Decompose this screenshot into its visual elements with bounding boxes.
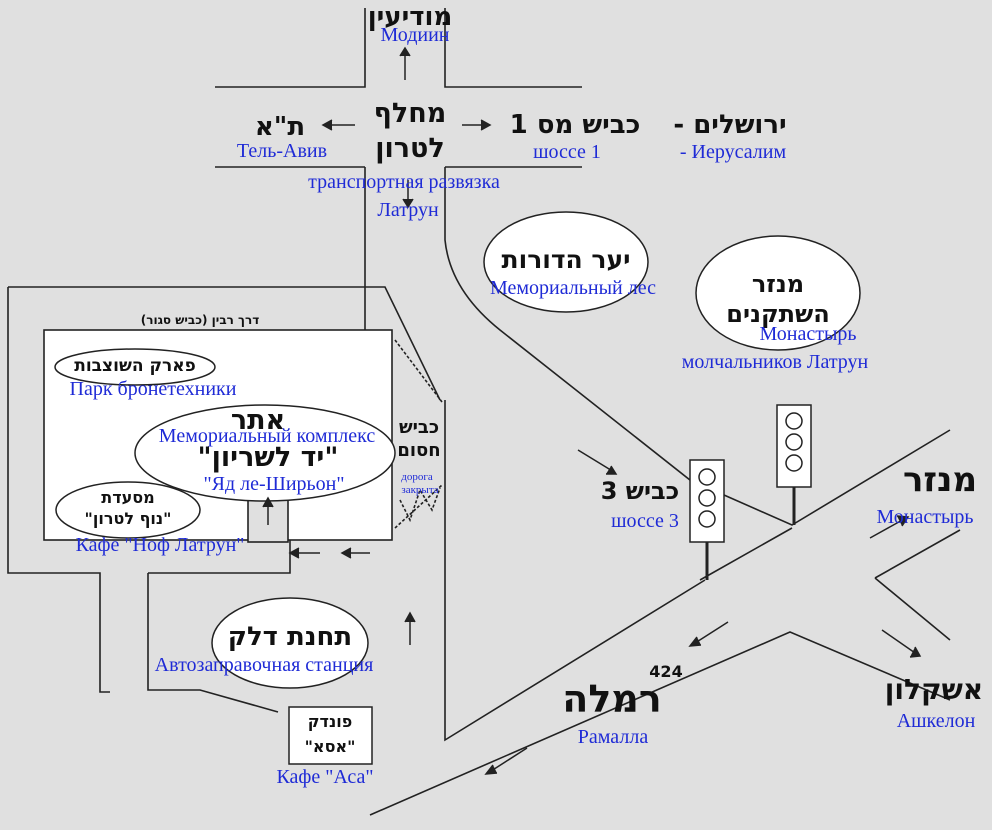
arrow-up-complex (262, 496, 274, 525)
tank-park-he: פארק השוצבות (74, 356, 196, 376)
modiin-ru: Модиин (380, 24, 450, 46)
tel-aviv-he: ת"א (254, 112, 306, 142)
closed-road-he-1: כביש (398, 417, 440, 438)
cafe-asa-he-1: פונדק (307, 712, 353, 731)
monastery-he: מנזר (902, 460, 978, 500)
closed-road-hatch (394, 339, 443, 529)
cafe-nof-ru: Кафе "Ноф Латрун" (75, 534, 245, 556)
arrow-east (462, 119, 492, 131)
monastery-silent-ellipse (695, 235, 861, 351)
ramla-he: רמלה (562, 677, 662, 721)
closed-road-ru-2: закрыта (401, 484, 439, 496)
highway3-crossing (699, 527, 961, 641)
road-424 (369, 400, 951, 816)
monastery-ru: Монастырь (876, 506, 974, 528)
arrow-north (399, 46, 411, 80)
highway1-road (215, 8, 582, 168)
jerusalem-he: ירושלים - (673, 110, 787, 140)
cafe-asa-box (288, 706, 373, 765)
arrow-ashkelon (881, 629, 922, 658)
forest-ellipse (483, 211, 649, 313)
cafe-nof-ellipse (55, 481, 201, 539)
yad-lashiryon-ru-2: "Яд ле-Ширьон" (203, 473, 345, 495)
modiin-he: מודיעין (367, 2, 453, 32)
road-424-label: 424 (649, 662, 683, 681)
yad-lashiryon-ellipse (134, 404, 396, 502)
highway3-ru: шоссе 3 (611, 510, 679, 532)
gas-station-ru: Автозаправочная станция (154, 654, 374, 676)
arrow-monastery (869, 515, 910, 539)
cafe-nof-he-1: מסעדת (101, 488, 155, 507)
highway1-he: כביש מס 1 (509, 110, 641, 140)
highway1-ru: шоссе 1 (533, 141, 601, 163)
arrow-west-2 (288, 547, 320, 559)
cafe-nof-he-2: "נוף לטרון" (84, 509, 172, 528)
closed-road-he-2: חסום (397, 440, 441, 461)
ashkelon-ru: Ашкелон (896, 710, 976, 732)
interchange-he-2: לטרון (375, 133, 445, 164)
gas-station-ellipse (211, 597, 369, 689)
interchange-south-road (364, 167, 951, 526)
yad-lashiryon-he-1: אתר (230, 405, 286, 436)
arrow-west-3 (340, 547, 370, 559)
ashkelon-he: אשקלון (884, 673, 984, 706)
monastery-silent-he-1: מנזר (751, 270, 805, 298)
monastery-silent-he-2: השתקנים (726, 300, 830, 328)
jerusalem-ru: - Иерусалим (679, 141, 787, 163)
interchange-ru-2: Латрун (377, 199, 439, 221)
yad-lashiryon-ru-1: Мемориальный комплекс (158, 425, 376, 447)
tank-park-ellipse (54, 348, 216, 386)
forest-ru: Мемориальный лес (490, 277, 656, 299)
closed-road-ru-1: дорога (401, 471, 433, 483)
forest-he: יער הדורות (501, 245, 631, 274)
interchange-ru-1: транспортная развязка (308, 171, 500, 193)
tank-park-ru: Парк бронетехники (69, 378, 237, 400)
arrow-ramla-2 (484, 747, 528, 775)
gas-station-he: תחנת דלק (227, 622, 353, 652)
arrow-down (402, 180, 414, 209)
arrow-up-road (404, 611, 416, 645)
monastery-silent-ru-2: молчальников Латрун (681, 351, 869, 373)
arrow-ramla-1 (688, 621, 729, 647)
cafe-asa-ru: Кафе "Аса" (276, 766, 374, 788)
arrow-west (321, 119, 355, 131)
arrow-hw3-in (577, 449, 618, 475)
yad-lashiryon-he-2: "יד לשריון" (197, 442, 339, 473)
highway3-he: כביש 3 (600, 477, 680, 505)
cafe-asa-he-2: "אסא" (304, 737, 356, 756)
rabin-road (7, 286, 441, 693)
rabin-road-he: דרך רבין (כביש סגור) (140, 313, 260, 327)
service-road (147, 538, 291, 713)
ramla-ru: Рамалла (577, 726, 649, 748)
interchange-he-1: מחלף (373, 98, 447, 129)
monastery-silent-ru-1: Монастырь (759, 323, 857, 345)
tel-aviv-ru: Тель-Авив (236, 140, 328, 162)
